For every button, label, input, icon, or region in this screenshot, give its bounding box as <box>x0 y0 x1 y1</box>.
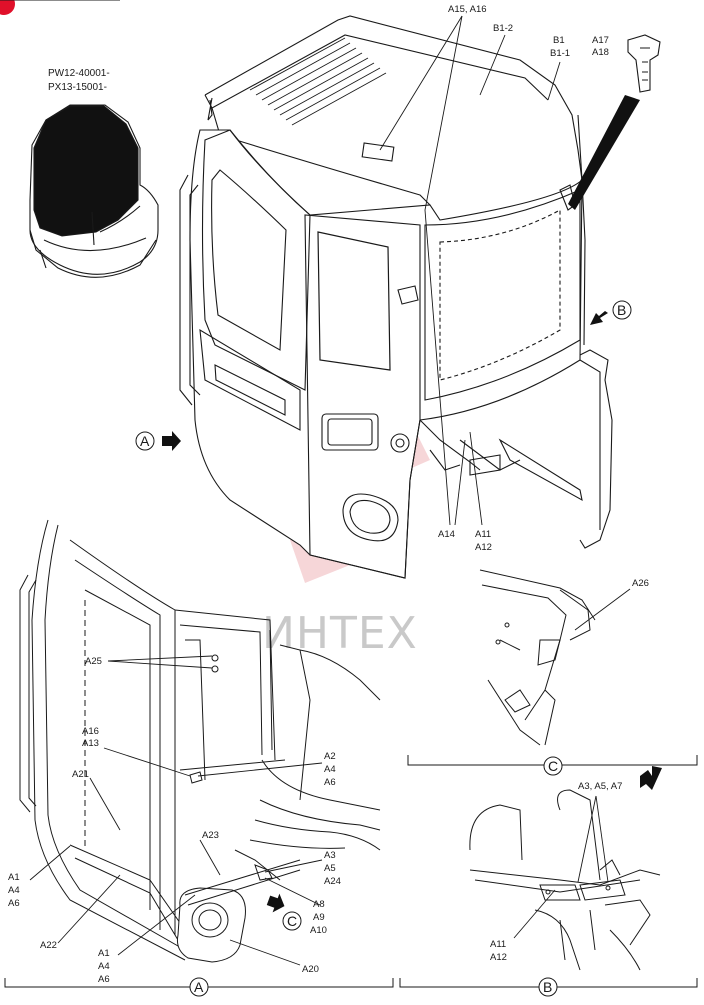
label-a11: A11 <box>475 529 491 540</box>
label-a1-left: A1 <box>8 872 20 883</box>
corner-badge-icon <box>0 0 15 15</box>
label-a15-a16: A15, A16 <box>448 4 487 15</box>
watermark-text: ИНТЕХ <box>262 608 418 659</box>
view-b-frame: B <box>399 977 698 997</box>
label-a6-upper: A6 <box>324 777 336 788</box>
view-c-illustration <box>479 569 596 746</box>
view-marker-c-in-a: C <box>266 893 302 931</box>
inset-serial-line2: PX13-15001- <box>48 82 107 93</box>
label-a10: A10 <box>310 925 327 936</box>
a17-pointer-icon <box>568 34 661 210</box>
main-leaders <box>0 0 561 526</box>
label-a2: A2 <box>324 751 336 762</box>
label-a11-view-b: A11 <box>490 939 506 950</box>
label-a22: A22 <box>40 940 57 951</box>
label-a12-view-b: A12 <box>490 952 507 963</box>
view-marker-b-main-letter: B <box>617 302 626 318</box>
view-marker-b-caption: B <box>543 979 552 995</box>
label-a3-a5-a7: A3, A5, A7 <box>578 781 622 792</box>
label-a21: A21 <box>72 769 89 780</box>
label-a6-bottom: A6 <box>98 974 110 985</box>
label-b1-2: B1-2 <box>493 23 513 34</box>
arrow-left-icon <box>590 311 608 325</box>
view-b-leaders <box>513 795 609 939</box>
view-marker-a-main-letter: A <box>140 433 150 449</box>
label-a20: A20 <box>302 964 319 975</box>
label-a6-left: A6 <box>8 898 20 909</box>
view-marker-c-caption: C <box>548 758 558 774</box>
label-a16-view-a: A16 <box>82 726 99 737</box>
view-c-leaders <box>574 588 631 631</box>
label-a1-bottom: A1 <box>98 948 110 959</box>
view-marker-a-main: A <box>135 431 181 451</box>
arrow-right-icon-c <box>266 893 285 913</box>
label-a4-bottom: A4 <box>98 961 110 972</box>
label-a23: A23 <box>202 830 219 841</box>
view-c-frame: C <box>407 755 698 776</box>
label-b1-1: B1-1 <box>550 48 570 59</box>
view-a-leaders <box>29 655 323 966</box>
label-a24: A24 <box>324 876 341 887</box>
label-b1: B1 <box>553 35 565 46</box>
label-a17: A17 <box>592 35 609 46</box>
inset-cab-illustration <box>29 104 159 278</box>
label-a25: A25 <box>85 656 102 667</box>
view-a-frame: A <box>4 977 394 997</box>
label-a18: A18 <box>592 47 609 58</box>
label-a3: A3 <box>324 850 336 861</box>
arrow-right-icon <box>162 431 181 451</box>
main-cab-illustration <box>179 15 613 579</box>
inset-serial-line1: PW12-40001- <box>48 68 110 79</box>
view-b-illustration <box>469 789 661 971</box>
label-a4-upper: A4 <box>324 764 336 775</box>
label-a5: A5 <box>324 863 336 874</box>
view-marker-a-caption: A <box>194 979 204 995</box>
label-a8: A8 <box>313 899 325 910</box>
label-a14: A14 <box>438 529 455 540</box>
view-marker-b-main: B <box>590 300 632 325</box>
label-a13: A13 <box>82 738 99 749</box>
view-marker-c-in-a-letter: C <box>287 913 297 929</box>
label-a4-left: A4 <box>8 885 20 896</box>
label-a9: A9 <box>313 912 325 923</box>
view-a-illustration <box>19 519 381 963</box>
label-a26: A26 <box>632 578 649 589</box>
arrow-down-icon <box>640 766 662 790</box>
label-a12: A12 <box>475 542 492 553</box>
